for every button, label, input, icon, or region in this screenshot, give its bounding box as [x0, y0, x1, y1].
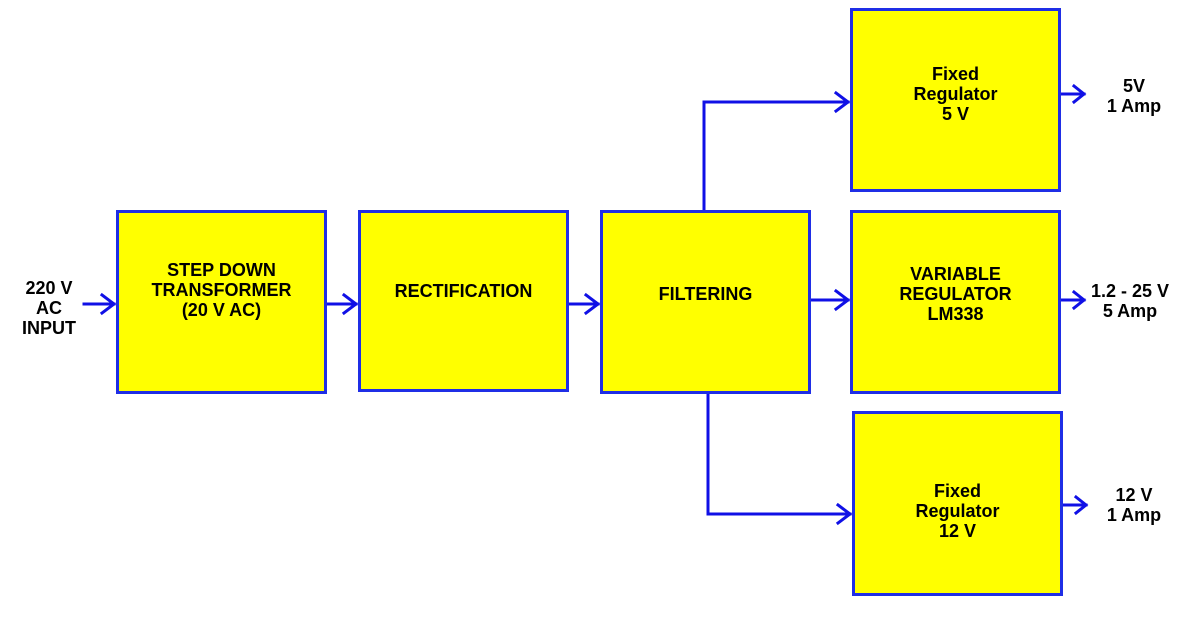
- output-12v-label: 12 V 1 Amp: [1106, 485, 1162, 525]
- arrowhead-output-12v: [1073, 494, 1089, 516]
- step-down-transformer-block: STEP DOWN TRANSFORMER (20 V AC): [116, 210, 327, 394]
- arrowhead-transformer: [99, 292, 117, 316]
- arrowhead-filtering: [583, 292, 601, 316]
- arrowhead-output-5v: [1071, 83, 1087, 105]
- arrowhead-output-variable: [1071, 289, 1087, 311]
- arrowhead-rectification: [341, 292, 359, 316]
- filtering-label: FILTERING: [658, 284, 753, 304]
- fixed-regulator-5v-label: Fixed Regulator 5 V: [913, 64, 998, 124]
- input-label: 220 V AC INPUT: [22, 278, 76, 338]
- fixed-regulator-12v-label: Fixed Regulator 12 V: [915, 480, 1000, 541]
- fixed-regulator-5v-block: Fixed Regulator 5 V: [850, 8, 1061, 192]
- variable-regulator-label: VARIABLE REGULATOR LM338: [899, 264, 1012, 324]
- arrowhead-variable: [833, 288, 851, 312]
- filtering-block: FILTERING: [600, 210, 811, 394]
- transformer-label: STEP DOWN TRANSFORMER (20 V AC): [151, 260, 292, 320]
- arrowhead-fixed-12v: [835, 502, 853, 526]
- fixed-regulator-12v-block: Fixed Regulator 12 V: [852, 411, 1063, 596]
- wire-filtering-to-fixed-5v: [702, 100, 850, 212]
- wire-filtering-to-fixed-12v: [706, 392, 852, 516]
- variable-regulator-block: VARIABLE REGULATOR LM338: [850, 210, 1061, 394]
- rectification-block: RECTIFICATION: [358, 210, 569, 392]
- arrowhead-fixed-5v: [833, 90, 851, 114]
- rectification-label: RECTIFICATION: [394, 281, 533, 301]
- output-variable-label: 1.2 - 25 V 5 Amp: [1090, 281, 1170, 321]
- output-5v-label: 5V 1 Amp: [1106, 76, 1162, 116]
